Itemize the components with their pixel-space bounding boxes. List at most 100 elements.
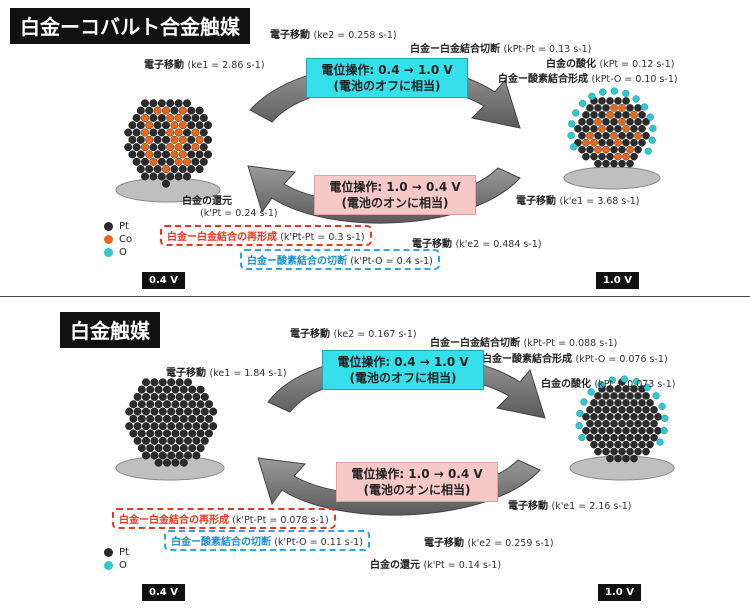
pt-atom: [642, 420, 649, 427]
pt-atom: [137, 136, 145, 144]
pt-atom: [586, 434, 593, 441]
pt-atom: [618, 434, 625, 441]
co-atom: [582, 139, 589, 146]
bottom-op-forward-line2: (電池のオフに相当): [329, 370, 477, 386]
pt-atom: [134, 422, 142, 430]
o-atom: [568, 132, 575, 139]
pt-atom: [582, 153, 589, 160]
pt-atom: [159, 393, 167, 401]
bottom-ptpt-cut: 白金ー白金結合切断 (kPt-Pt = 0.088 s-1): [430, 334, 617, 349]
bottom-op-forward-box: 電位操作: 0.4 → 1.0 V (電池のオフに相当): [322, 350, 484, 390]
top-pt-oxidation: 白金の酸化 (kPt = 0.12 s-1): [546, 55, 674, 70]
co-atom: [141, 143, 149, 151]
pt-atom: [133, 158, 141, 166]
pt-atom: [146, 386, 154, 394]
pt-atom: [204, 121, 212, 129]
pt-atom: [159, 422, 167, 430]
pt-atom: [622, 413, 629, 420]
pt-atom: [151, 452, 159, 460]
pt-atom: [598, 399, 605, 406]
pt-atom: [176, 437, 184, 445]
pt-atom: [630, 399, 637, 406]
substrate-bottom-right: [570, 456, 674, 480]
pt-atom: [184, 393, 192, 401]
pt-atom: [176, 379, 184, 387]
panel-title-pt: 白金触媒: [60, 312, 160, 348]
bottom-ptpt-reform-box: 白金ー白金結合の再形成 (k'Pt-Pt = 0.078 s-1): [112, 508, 336, 529]
pt-atom: [650, 434, 657, 441]
pt-atom: [150, 173, 158, 181]
pt-atom: [602, 392, 609, 399]
pt-atom: [159, 437, 167, 445]
pt-atom: [154, 151, 162, 159]
pt-atom: [137, 151, 145, 159]
pt-atom: [638, 125, 645, 132]
pt-atom: [163, 430, 171, 438]
pt-atom: [634, 420, 641, 427]
pt-atom: [180, 444, 188, 452]
pt-atom: [167, 408, 175, 416]
pt-atom: [188, 444, 196, 452]
pt-atom: [606, 413, 613, 420]
pt-atom: [145, 107, 153, 115]
legend-pt-dot: [104, 222, 113, 231]
co-atom: [196, 136, 204, 144]
co-atom: [602, 146, 609, 153]
pt-atom: [155, 430, 163, 438]
pt-atom: [197, 400, 205, 408]
pt-atom: [642, 434, 649, 441]
pt-atom: [184, 379, 192, 387]
pt-atom: [167, 422, 175, 430]
pt-atom: [193, 422, 201, 430]
pt-atom: [146, 430, 154, 438]
pt-atom: [162, 151, 170, 159]
co-atom: [622, 153, 629, 160]
pt-atom: [142, 452, 150, 460]
top-e2-forward: 電子移動 (ke2 = 0.258 s-1): [270, 26, 397, 41]
pt-atom: [159, 379, 167, 387]
pt-atom: [598, 139, 605, 146]
pt-atom: [167, 393, 175, 401]
pt-atom: [606, 97, 613, 104]
panel-title-alloy: 白金ーコバルト合金触媒: [10, 8, 250, 44]
o-atom: [647, 114, 654, 121]
pt-atom: [594, 406, 601, 413]
pt-atom: [141, 100, 149, 108]
pt-atom: [163, 444, 171, 452]
pt-atom: [134, 393, 142, 401]
top-op-backward-line1: 電位操作: 1.0 → 0.4 V: [321, 179, 469, 195]
pt-atom: [654, 413, 661, 420]
o-atom: [659, 403, 666, 410]
pt-atom: [137, 121, 145, 129]
pt-atom: [155, 459, 163, 467]
pt-atom: [646, 441, 653, 448]
pt-atom: [183, 129, 191, 137]
pt-atom: [586, 146, 593, 153]
top-voltage-left: 0.4 V: [142, 272, 185, 289]
pt-atom: [614, 455, 621, 462]
pt-atom: [187, 121, 195, 129]
co-atom: [618, 118, 625, 125]
pt-atom: [634, 392, 641, 399]
pt-atom: [184, 408, 192, 416]
pt-atom: [175, 100, 183, 108]
top-op-backward-line2: (電池のオンに相当): [321, 195, 469, 211]
co-atom: [630, 111, 637, 118]
pt-atom: [187, 165, 195, 173]
co-atom: [166, 143, 174, 151]
bottom-voltage-right: 1.0 V: [598, 584, 641, 601]
top-e1-forward: 電子移動 (ke1 = 2.86 s-1): [144, 56, 265, 71]
pt-atom: [162, 180, 170, 188]
pt-atom: [176, 422, 184, 430]
pt-atom: [155, 386, 163, 394]
pt-atom: [192, 158, 200, 166]
pt-atom: [582, 427, 589, 434]
pt-atom: [634, 406, 641, 413]
pt-atom: [614, 441, 621, 448]
pt-atom: [614, 111, 621, 118]
pt-atom: [159, 452, 167, 460]
pt-atom: [180, 400, 188, 408]
pt-atom: [141, 158, 149, 166]
pt-atom: [586, 104, 593, 111]
o-atom: [611, 88, 618, 95]
